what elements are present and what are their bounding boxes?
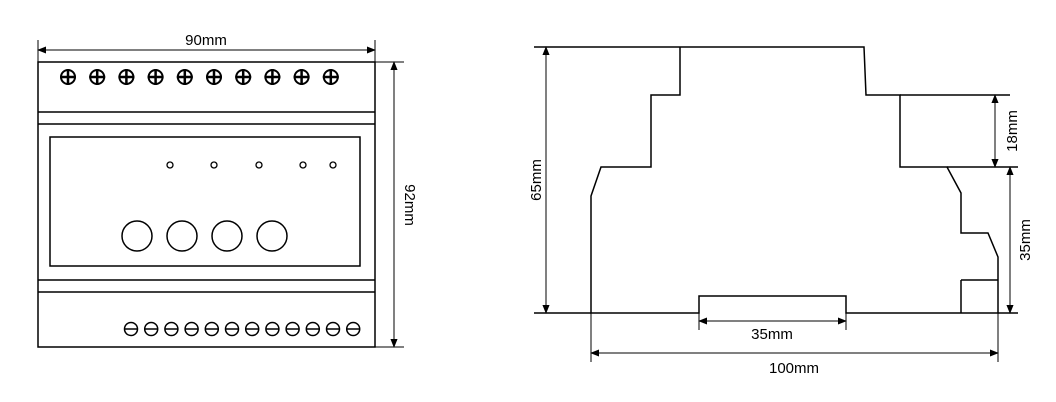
- screw-terminal-icon: [60, 69, 76, 85]
- indicator-led-icon: [255, 161, 263, 169]
- bottom-terminal-icon: [184, 321, 199, 337]
- screw-terminal-icon: [293, 69, 310, 85]
- bottom-terminal-icon: [204, 321, 220, 337]
- side-rail-clip: [960, 279, 998, 313]
- side-profile-outline: [534, 46, 999, 314]
- indicator-led-icon: [329, 161, 337, 169]
- front-view: 90mm 92mm: [37, 32, 418, 348]
- bottom-terminal-icon: [143, 321, 159, 337]
- indicator-led-icon: [299, 161, 307, 169]
- screw-terminal-icon: [206, 69, 222, 85]
- bottom-terminal-row: [123, 321, 361, 337]
- rail-width-label: 35mm: [751, 326, 793, 343]
- screw-terminal-icon: [322, 69, 339, 85]
- side-view: 65mm 18mm 35mm 35mm 100mm: [528, 46, 1034, 377]
- screw-terminal-icon: [118, 69, 135, 85]
- bottom-terminal-icon: [265, 321, 280, 337]
- indicator-led-icon: [166, 161, 174, 169]
- screw-terminal-icon: [147, 69, 164, 85]
- indicator-led-icon: [210, 161, 218, 169]
- bottom-terminal-icon: [305, 321, 321, 337]
- front-width-label: 90mm: [185, 32, 227, 49]
- button-row: [121, 220, 288, 252]
- bottom-terminal-icon: [325, 321, 341, 337]
- screw-terminal-icon: [176, 69, 193, 85]
- bottom-terminal-icon: [224, 321, 240, 337]
- depth-label: 100mm: [769, 360, 819, 377]
- side-height-label: 65mm: [528, 159, 545, 201]
- top-screw-row: [60, 69, 339, 85]
- push-button-icon: [121, 220, 153, 252]
- screw-terminal-icon: [235, 69, 252, 85]
- front-height-label: 92mm: [401, 184, 418, 226]
- push-button-icon: [166, 220, 198, 252]
- front-panel: [49, 136, 361, 267]
- indicator-led-row: [166, 161, 337, 169]
- bottom-terminal-icon: [345, 321, 361, 337]
- push-button-icon: [256, 220, 288, 252]
- rail-height-label: 35mm: [1017, 219, 1034, 261]
- bottom-terminal-icon: [123, 321, 139, 337]
- bottom-terminal-icon: [285, 321, 300, 337]
- screw-terminal-icon: [264, 69, 281, 85]
- front-housing-outline: [37, 61, 376, 348]
- top-step-label: 18mm: [1004, 110, 1021, 152]
- bottom-terminal-icon: [244, 321, 260, 337]
- push-button-icon: [211, 220, 243, 252]
- screw-terminal-icon: [89, 69, 106, 85]
- bottom-terminal-icon: [164, 321, 179, 337]
